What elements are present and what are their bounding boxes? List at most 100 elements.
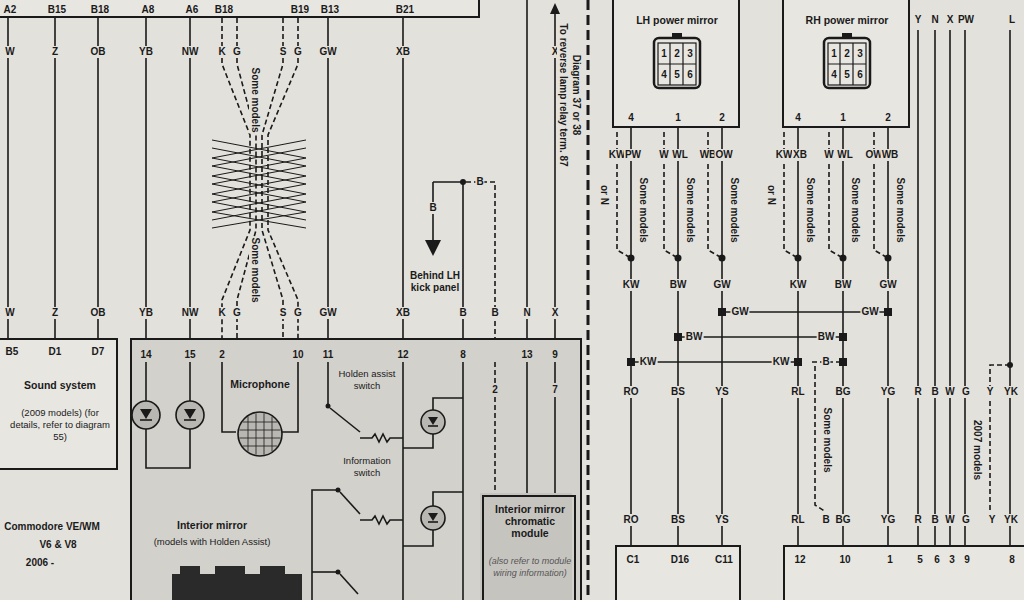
pin-number: 12	[794, 554, 805, 566]
led-symbol	[176, 401, 204, 429]
led-symbol	[140, 409, 152, 419]
panel-fill	[130, 338, 582, 600]
box-text: (also refer to module wiring information…	[488, 555, 572, 579]
wire-label: Holden assist switch	[334, 368, 400, 392]
wire-label: WL	[671, 149, 689, 161]
wire-label: B	[490, 307, 499, 319]
box-fill	[0, 0, 480, 18]
connector-block: C1D16C11	[615, 545, 741, 600]
led-symbol	[421, 506, 445, 530]
wire-label: XB	[395, 307, 411, 319]
wire-label: OB	[90, 307, 107, 319]
note-label: Some models	[849, 176, 861, 243]
wire-label: 2	[843, 48, 851, 60]
led-symbol	[428, 513, 438, 521]
box-text: Interior mirror	[147, 519, 277, 531]
wire-label: 1	[674, 112, 682, 124]
led-symbol	[403, 362, 463, 600]
wire-label: Y	[914, 14, 923, 26]
wire-label: GW	[860, 306, 879, 318]
wire-label: RO	[623, 514, 640, 526]
wire-label: 5	[843, 69, 851, 81]
switch-symbol	[327, 362, 329, 404]
switch-symbol	[330, 408, 360, 432]
wire-label: KW	[639, 356, 658, 368]
wire-label: K	[217, 46, 226, 58]
wire	[797, 128, 799, 545]
wire-label: W	[944, 514, 955, 526]
box-text: Interior mirror chromatic module	[488, 503, 572, 539]
wire-label: B	[475, 176, 484, 188]
led-symbol	[428, 417, 438, 425]
microphone-wire	[280, 362, 298, 432]
led-symbol	[145, 362, 147, 401]
wire-label: YK	[1003, 386, 1019, 398]
wire-label: BS	[670, 386, 686, 398]
wire	[918, 30, 1013, 545]
wire-label: KW	[622, 279, 641, 291]
note-label: Some models	[249, 236, 261, 303]
wire-label: D1	[48, 346, 63, 358]
wire-label: 9	[551, 349, 559, 361]
box-text: (2009 models) (for details, refer to dia…	[10, 407, 110, 443]
ground-wire	[425, 179, 495, 338]
led-symbol	[421, 410, 445, 434]
wire-label: V6 & V8	[38, 539, 77, 551]
wire-label: W	[658, 149, 669, 161]
wire-label: 3	[686, 48, 694, 60]
wire-label: X	[551, 307, 560, 319]
wire-label: G	[232, 307, 242, 319]
led-symbol	[428, 425, 438, 427]
wire-label: BW	[834, 279, 853, 291]
microphone-wire	[222, 362, 236, 432]
mirror-electronics	[215, 566, 245, 576]
wire-label: 3	[856, 48, 864, 60]
wire-label: B	[821, 514, 830, 526]
wire-label: 5	[673, 69, 681, 81]
wire-label: YS	[714, 514, 729, 526]
wire-label: G	[293, 307, 303, 319]
wire-label: BG	[835, 514, 852, 526]
led-symbol	[189, 362, 191, 401]
wire-label: 15	[183, 349, 196, 361]
pin-number: B15	[48, 4, 66, 16]
wire-label: RO	[623, 386, 640, 398]
twisted-pair	[212, 140, 306, 228]
wire-label: Y	[988, 514, 997, 526]
wire-label: W	[944, 386, 955, 398]
wire-label: BS	[670, 514, 686, 526]
mirror-box: LH power mirror	[612, 0, 740, 128]
wire	[554, 12, 556, 338]
module-fill	[480, 493, 572, 600]
microphone-symbol	[243, 417, 278, 452]
wire	[526, 0, 528, 338]
wire-label: Z	[51, 46, 59, 58]
wire	[1009, 30, 1011, 545]
wire	[494, 362, 496, 383]
wire-label: B	[821, 356, 830, 368]
box-fill	[615, 545, 741, 600]
note-label: Some models	[894, 176, 906, 243]
ground-wire	[460, 179, 466, 185]
wire	[721, 128, 723, 545]
wire-label: BG	[835, 386, 852, 398]
wire-label: 13	[520, 349, 533, 361]
wire-label: GW	[318, 46, 337, 58]
connector-icon	[824, 38, 870, 88]
wire-label: 11	[322, 349, 335, 361]
wire-label: 2	[491, 384, 499, 396]
pin-number: 5	[917, 554, 923, 566]
wire-label: 10	[291, 349, 304, 361]
note-label: Some models	[821, 406, 833, 473]
wire	[189, 18, 191, 338]
pin-number: 8	[1009, 554, 1015, 566]
wire-label: 4	[660, 69, 668, 81]
pin-number: A8	[142, 4, 155, 16]
switch-symbol	[326, 404, 331, 409]
wire-label: YB	[138, 307, 154, 319]
pin-number: B18	[91, 4, 109, 16]
led-symbol	[146, 429, 190, 468]
wire-label: XB	[395, 46, 411, 58]
connector-icon	[828, 43, 866, 85]
